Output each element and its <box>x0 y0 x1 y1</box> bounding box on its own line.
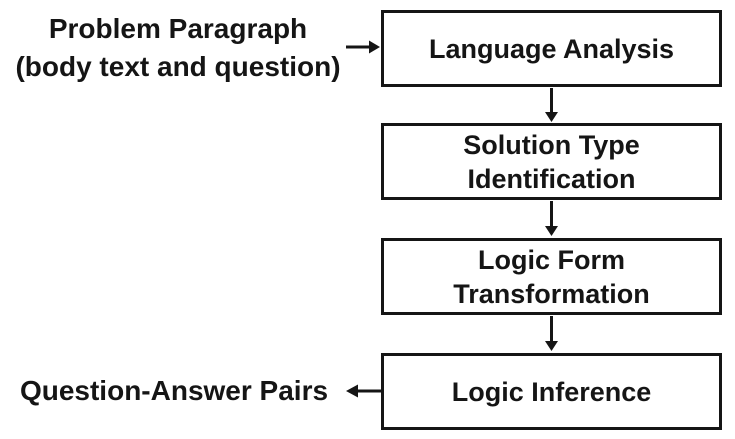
input-label-problem-paragraph: Problem Paragraph (body text and questio… <box>15 13 341 82</box>
arrow-solution-type-to-logic-form-icon <box>545 201 558 236</box>
step-box-logic-form-transformation: Logic Form Transformation <box>381 238 722 315</box>
arrow-logic-form-to-logic-inference-icon <box>545 316 558 351</box>
step-box-language-analysis: Language Analysis <box>381 10 722 87</box>
arrow-logic-inference-to-output-icon <box>346 384 382 398</box>
step-box-logic-inference: Logic Inference <box>381 353 722 430</box>
arrow-language-analysis-to-solution-type-icon <box>545 88 558 122</box>
output-label-question-answer-pairs: Question-Answer Pairs <box>19 375 329 406</box>
step-box-solution-type-identification: Solution Type Identification <box>381 123 722 200</box>
